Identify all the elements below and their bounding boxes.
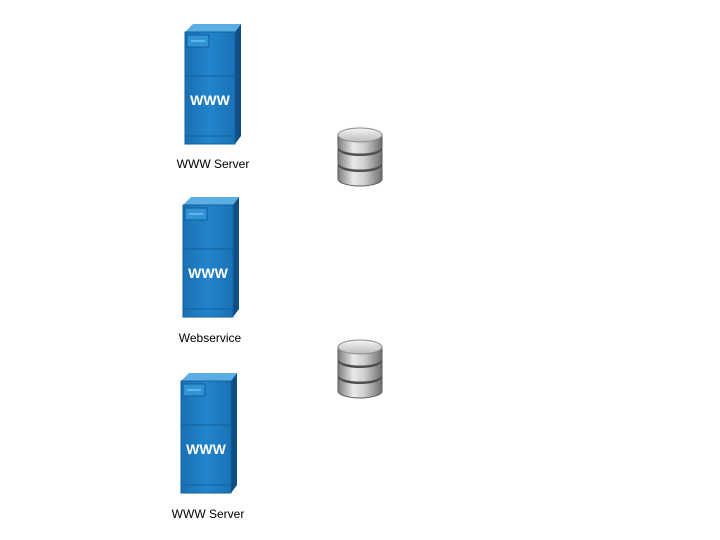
database-icon	[337, 127, 383, 187]
www-server-icon: WWW	[182, 197, 239, 318]
server-screen-text: WWW	[186, 441, 226, 457]
server-screen-text: WWW	[188, 265, 228, 281]
www-server-icon: WWW	[180, 373, 237, 494]
webservice-server: WWW	[181, 195, 241, 319]
database-icon	[337, 339, 383, 399]
database-2	[336, 337, 384, 401]
server-label: Webservice	[178, 331, 242, 345]
server-screen-text: WWW	[190, 92, 230, 108]
database-1	[336, 125, 384, 189]
www-server-1: WWW	[183, 22, 243, 146]
server-label: WWW Server	[171, 507, 245, 521]
www-server-2: WWW	[179, 371, 239, 495]
server-label: WWW Server	[176, 157, 250, 171]
www-server-icon: WWW	[184, 24, 241, 145]
